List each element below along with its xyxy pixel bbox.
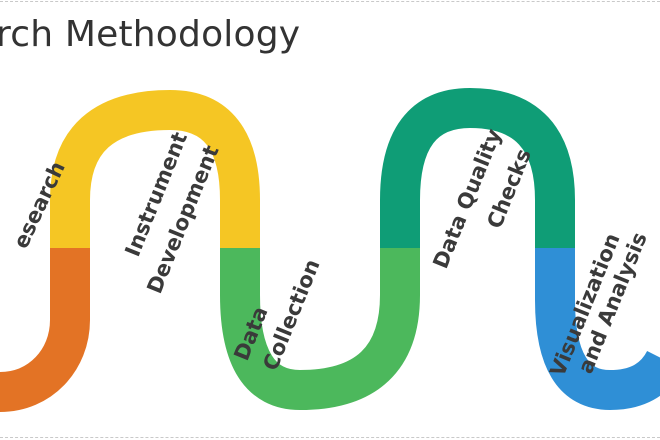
path-segment-data-quality-checks	[380, 87, 575, 248]
bottom-dashed-border	[0, 437, 660, 438]
path-segment-visualization-analysis	[535, 248, 660, 411]
diagram-title: rch Methodology	[0, 14, 301, 55]
top-dashed-border	[0, 1, 660, 2]
path-segment-instrument-development	[50, 89, 260, 248]
path-segment-data-collection	[220, 248, 420, 411]
path-segment-research	[0, 248, 90, 412]
